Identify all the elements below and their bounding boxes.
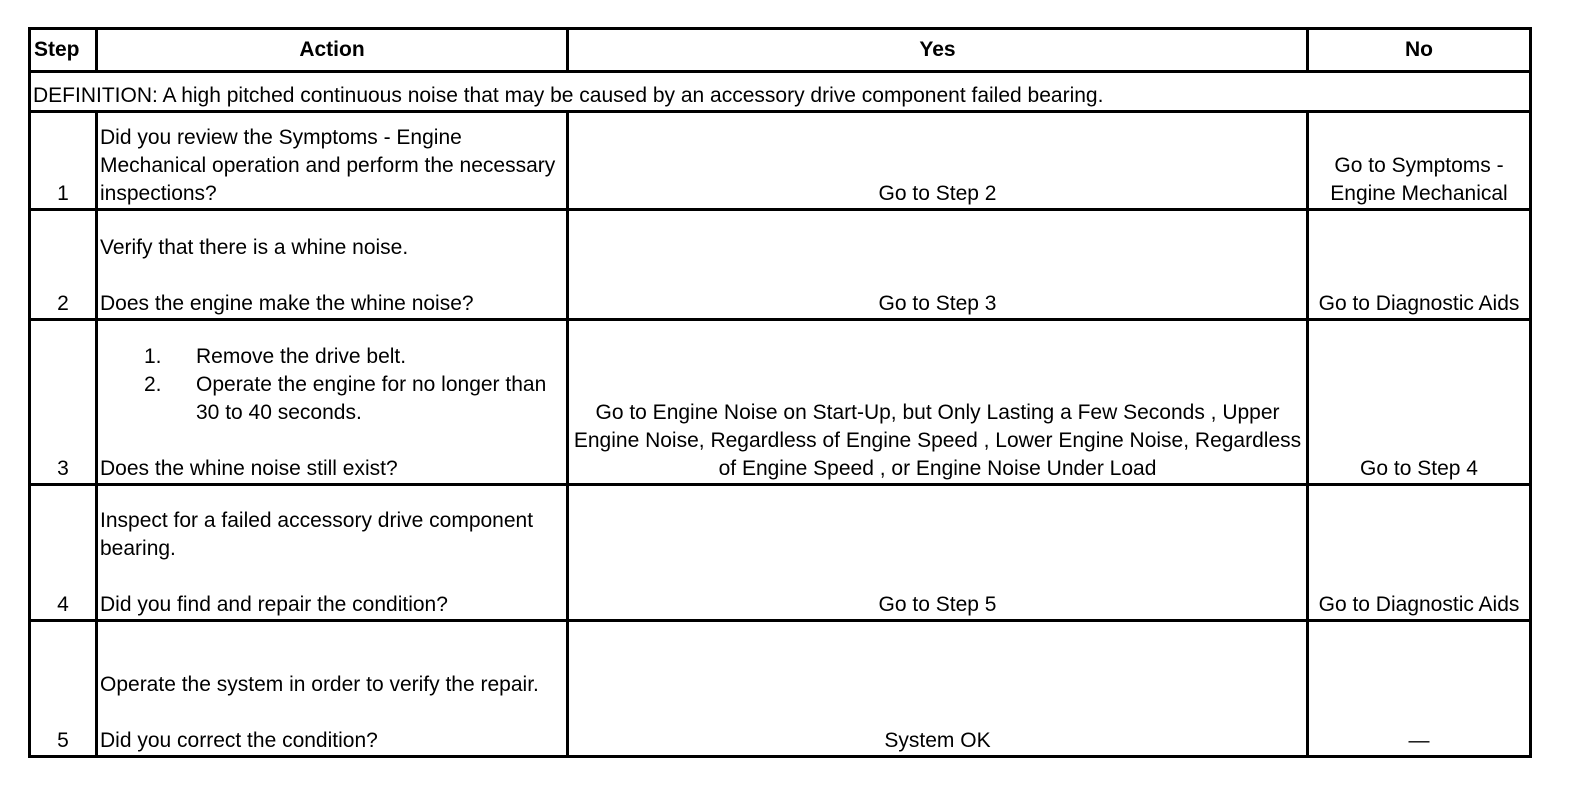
definition-row: DEFINITION: A high pitched continuous no… bbox=[28, 70, 1532, 113]
list-item: 1. Remove the drive belt. bbox=[100, 343, 564, 371]
diagnostic-table: Step Action Yes No DEFINITION: A high pi… bbox=[28, 27, 1532, 758]
action-cell: 1. Remove the drive belt. 2. Operate the… bbox=[95, 318, 569, 486]
table-row: 3 1. Remove the drive belt. 2. Operate t… bbox=[28, 318, 1532, 486]
header-yes: Yes bbox=[566, 27, 1309, 73]
list-item-text: Operate the engine for no longer than 30… bbox=[196, 373, 547, 424]
table-row: 5 Operate the system in order to verify … bbox=[28, 619, 1532, 758]
definition-text: DEFINITION: A high pitched continuous no… bbox=[28, 70, 1532, 113]
table-row: 2 Verify that there is a whine noise. Do… bbox=[28, 208, 1532, 321]
yes-cell: Go to Step 2 bbox=[566, 110, 1309, 211]
yes-cell: Go to Engine Noise on Start-Up, but Only… bbox=[566, 318, 1309, 486]
action-spacer bbox=[100, 262, 564, 290]
action-cell: Verify that there is a whine noise. Does… bbox=[95, 208, 569, 321]
action-text: Verify that there is a whine noise. bbox=[100, 236, 409, 259]
step-number: 2 bbox=[28, 208, 98, 321]
step-number: 1 bbox=[28, 110, 98, 211]
action-spacer bbox=[100, 699, 564, 727]
no-cell: Go to Symptoms - Engine Mechanical bbox=[1306, 110, 1532, 211]
header-row: Step Action Yes No bbox=[28, 27, 1532, 73]
yes-cell: System OK bbox=[566, 619, 1309, 758]
no-cell: Go to Step 4 bbox=[1306, 318, 1532, 486]
action-text: Did you review the Symptoms - Engine Mec… bbox=[100, 126, 556, 205]
action-question: Does the whine noise still exist? bbox=[100, 457, 398, 480]
no-cell: — bbox=[1306, 619, 1532, 758]
action-cell: Did you review the Symptoms - Engine Mec… bbox=[95, 110, 569, 211]
action-text: Operate the system in order to verify th… bbox=[100, 673, 539, 696]
action-cell: Operate the system in order to verify th… bbox=[95, 619, 569, 758]
yes-cell: Go to Step 3 bbox=[566, 208, 1309, 321]
action-spacer bbox=[100, 563, 564, 591]
step-number: 5 bbox=[28, 619, 98, 758]
list-item-number: 2. bbox=[144, 373, 162, 396]
table-row: 4 Inspect for a failed accessory drive c… bbox=[28, 483, 1532, 622]
header-action: Action bbox=[95, 27, 569, 73]
action-question: Did you correct the condition? bbox=[100, 729, 378, 752]
action-spacer bbox=[100, 427, 564, 455]
action-cell: Inspect for a failed accessory drive com… bbox=[95, 483, 569, 622]
list-item-number: 1. bbox=[144, 345, 162, 368]
action-question: Did you find and repair the condition? bbox=[100, 593, 448, 616]
header-step: Step bbox=[28, 27, 98, 73]
action-text: Inspect for a failed accessory drive com… bbox=[100, 509, 534, 560]
step-number: 4 bbox=[28, 483, 98, 622]
action-list: 1. Remove the drive belt. 2. Operate the… bbox=[100, 343, 564, 427]
no-cell: Go to Diagnostic Aids bbox=[1306, 483, 1532, 622]
header-no: No bbox=[1306, 27, 1532, 73]
action-question: Does the engine make the whine noise? bbox=[100, 292, 474, 315]
list-item: 2. Operate the engine for no longer than… bbox=[100, 371, 564, 427]
list-item-text: Remove the drive belt. bbox=[196, 345, 407, 368]
yes-cell: Go to Step 5 bbox=[566, 483, 1309, 622]
step-number: 3 bbox=[28, 318, 98, 486]
table-row: 1 Did you review the Symptoms - Engine M… bbox=[28, 110, 1532, 211]
no-cell: Go to Diagnostic Aids bbox=[1306, 208, 1532, 321]
